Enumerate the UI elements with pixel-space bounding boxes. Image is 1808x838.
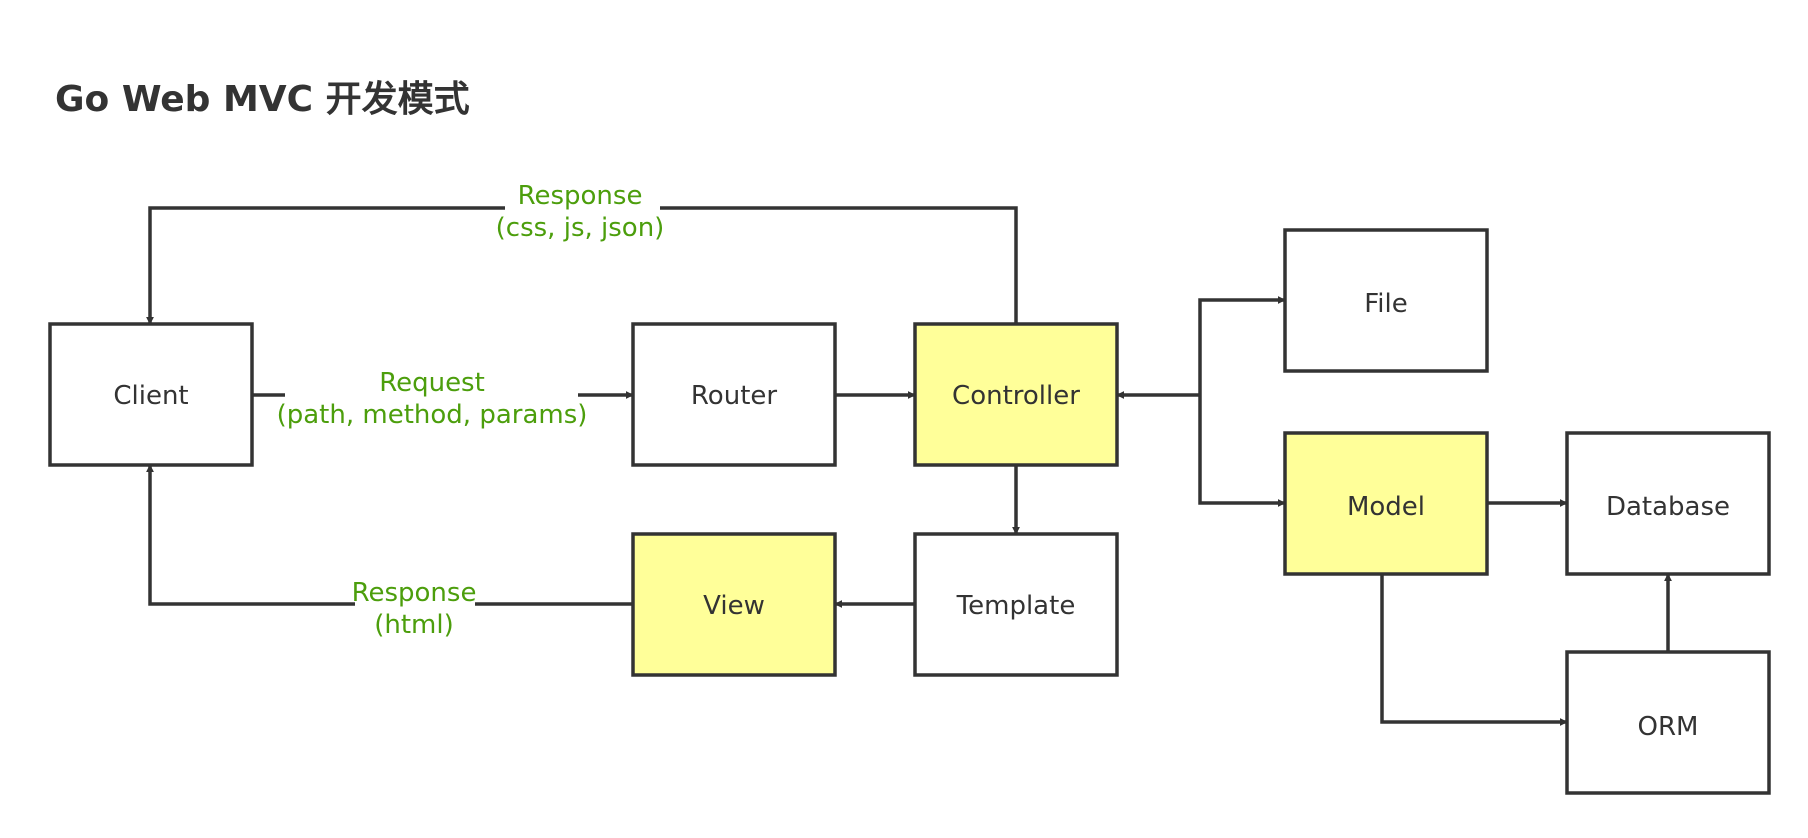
edge-branch-to-file: [1198, 296, 1286, 395]
edge-view-client-response: [150, 465, 633, 606]
node-view-label: View: [703, 591, 765, 621]
node-router-label: Router: [691, 381, 777, 411]
edge-label-response-top: Response (css, js, json): [496, 181, 665, 243]
edge-label-response-top-line2: (css, js, json): [496, 213, 665, 243]
node-view-box: [631, 532, 837, 677]
edge-label-request: Request (path, method, params): [277, 368, 588, 430]
node-client: Client: [48, 322, 254, 467]
edge-label-response-bottom: Response (html): [352, 578, 477, 640]
node-router: Router: [631, 322, 837, 467]
node-model-label: Model: [1347, 492, 1425, 522]
node-template-label: Template: [956, 591, 1076, 621]
node-file-box: [1283, 228, 1489, 373]
node-controller-label: Controller: [952, 381, 1080, 411]
edge-controller-client-response: [150, 206, 1018, 324]
edge-label-response-top-line1: Response: [518, 181, 643, 211]
node-view: View: [631, 532, 837, 677]
edge-label-response-bottom-line2: (html): [374, 610, 454, 640]
node-template: Template: [913, 532, 1119, 677]
node-client-label: Client: [113, 381, 188, 411]
edge-label-request-line2: (path, method, params): [277, 400, 588, 430]
node-database: Database: [1565, 431, 1771, 576]
page-title: Go Web MVC 开发模式: [55, 79, 470, 120]
edge-label-response-bottom-line1: Response: [352, 578, 477, 608]
node-controller: Controller: [913, 322, 1119, 467]
node-template-box: [913, 532, 1119, 677]
node-orm: ORM: [1565, 650, 1771, 795]
node-model: Model: [1283, 431, 1489, 576]
edge-model-orm: [1380, 574, 1568, 726]
edge-branch-to-model: [1198, 395, 1286, 507]
node-database-label: Database: [1606, 492, 1730, 522]
node-file-label: File: [1364, 289, 1408, 319]
node-client-box: [48, 322, 254, 467]
node-orm-label: ORM: [1638, 712, 1699, 742]
edge-label-request-line1: Request: [379, 368, 485, 398]
node-controller-box: [913, 322, 1119, 467]
node-router-box: [631, 322, 837, 467]
node-file: File: [1283, 228, 1489, 373]
